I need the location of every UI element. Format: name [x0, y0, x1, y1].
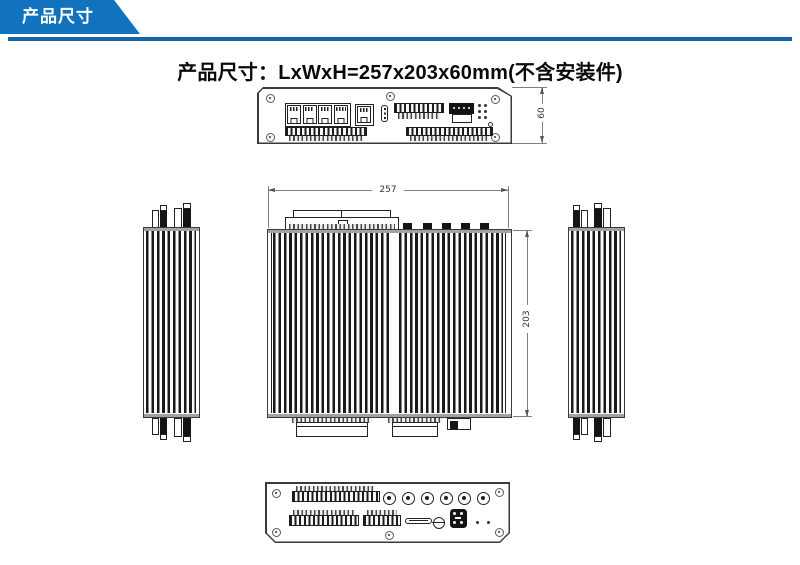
screw-icon [271, 488, 281, 498]
heatsink-fins-left [273, 233, 392, 413]
rj45-port [287, 105, 302, 124]
rj45-port-single [354, 103, 374, 126]
sma-connector [382, 491, 396, 505]
rj45-port [357, 106, 371, 123]
screw-icon [265, 93, 275, 103]
dimension-height-label: 60 [537, 104, 547, 122]
ground-terminal [431, 516, 445, 529]
heatsink-fins-side [571, 231, 621, 413]
screw-icon [490, 94, 500, 104]
sim-slot [404, 517, 432, 524]
front-panel-face [258, 88, 511, 143]
right-side-view [568, 227, 625, 418]
rj45-port [318, 105, 333, 124]
reset-button [487, 121, 493, 127]
usb-connector [380, 104, 388, 122]
header-ribbon: 产品尺寸 [0, 0, 140, 34]
screw-icon [490, 132, 500, 142]
sma-connector [401, 491, 415, 505]
sma-connector [439, 491, 453, 505]
rj45-port [333, 105, 348, 124]
dimension-width-label: 203 [522, 305, 532, 333]
top-view [267, 229, 512, 418]
left-side-view [143, 227, 200, 418]
screw-icon [494, 487, 504, 497]
sma-connector [420, 491, 434, 505]
screw-icon [265, 132, 275, 142]
sma-connector [457, 491, 471, 505]
header-underline [8, 37, 792, 41]
sma-connector [476, 491, 490, 505]
header-ribbon-label: 产品尺寸 [22, 7, 94, 26]
screw-icon [494, 527, 504, 537]
led-indicator [486, 520, 490, 524]
page-title: 产品尺寸：LxWxH=257x203x60mm(不含安装件) [177, 62, 623, 84]
screw-icon [385, 91, 395, 101]
rear-panel-face [266, 483, 509, 542]
rj45-port-group [284, 102, 351, 127]
rj45-port [302, 105, 317, 124]
led-indicator [475, 520, 479, 524]
front-panel-view [257, 87, 512, 144]
dimension-length-label: 257 [372, 185, 404, 195]
heatsink-fins-side [146, 231, 196, 413]
screw-icon [271, 527, 281, 537]
heatsink-fins-right [399, 233, 503, 413]
power-connector [449, 508, 467, 528]
screw-icon [384, 530, 394, 540]
rear-panel-view [265, 482, 510, 543]
